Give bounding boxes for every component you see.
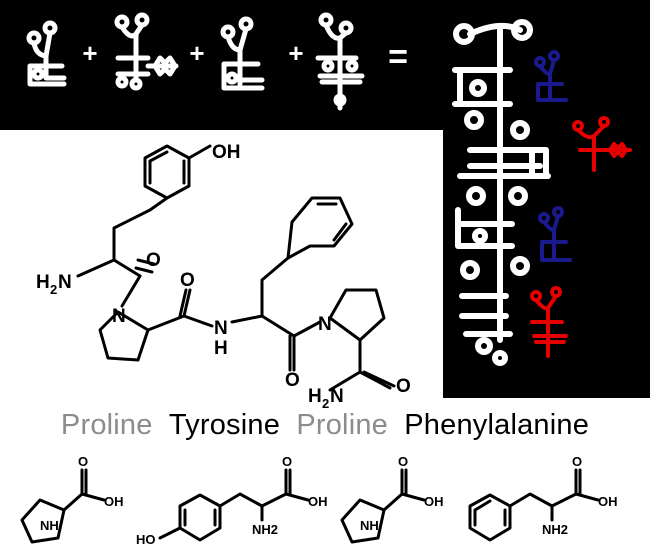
plus-sign-1: + xyxy=(82,38,97,68)
equals-sign: = xyxy=(388,38,408,76)
tyrosine-oh: OH xyxy=(308,494,328,509)
sequence-tyrosine: Tyrosine xyxy=(168,409,281,441)
amine-n-label: N xyxy=(58,272,72,293)
proline-glyph-1 xyxy=(26,20,67,87)
carbonyl-oxygen-2: O xyxy=(180,270,195,291)
sequence-proline-2: Proline xyxy=(296,409,388,441)
phenylalanine-structure xyxy=(468,468,600,542)
tyrosine-o: O xyxy=(282,454,292,469)
proline-1-o: O xyxy=(78,454,88,469)
carbonyl-oxygen-3: O xyxy=(285,370,300,391)
sequence-caption: Proline Tyrosine Proline Phenylalanine xyxy=(0,409,650,442)
amide-tail-n: N xyxy=(330,386,344,407)
proline-2-nh: NH xyxy=(360,518,379,533)
phenylalanine-oh: OH xyxy=(598,494,618,509)
tyrosine-glyph-1 xyxy=(114,12,179,91)
polymer-chain xyxy=(452,19,551,366)
proline-glyph-2 xyxy=(220,16,265,91)
carbonyl-oxygen-1: O xyxy=(146,250,161,271)
tyrosine-nh2: NH2 xyxy=(252,522,278,537)
blue-proline-glyph-1 xyxy=(534,50,568,102)
amine-subscript: 2 xyxy=(50,282,57,297)
phenylalanine-o: O xyxy=(572,454,582,469)
proline-1-nh: NH xyxy=(40,518,59,533)
proline-structure-1 xyxy=(20,468,106,544)
tyrosine-ho: HO xyxy=(136,532,156,547)
phenylalanine-nh2: NH2 xyxy=(542,522,568,537)
plus-sign-3: + xyxy=(288,38,303,68)
red-tyrosine-glyph xyxy=(572,116,632,172)
proline-2-oh: OH xyxy=(424,494,444,509)
proline-structure-2 xyxy=(340,468,426,544)
sequence-phenylalanine: Phenylalanine xyxy=(404,409,590,441)
ring-nitrogen-1: N xyxy=(112,306,126,327)
sequence-proline-1: Proline xyxy=(60,409,153,441)
blue-proline-glyph-2 xyxy=(538,206,572,262)
amide-nitrogen: N xyxy=(214,318,228,339)
proline-1-oh: OH xyxy=(104,494,124,509)
ring-nitrogen-2: N xyxy=(318,314,332,335)
proline-2-o: O xyxy=(398,454,408,469)
amide-hydrogen: H xyxy=(214,338,228,359)
plus-sign-2: + xyxy=(189,38,204,68)
phenylalanine-glyph-1 xyxy=(315,12,365,111)
amide-tail-h: H xyxy=(308,386,322,407)
amide-tail-subscript: 2 xyxy=(322,396,329,411)
tyrosine-structure xyxy=(158,468,310,542)
amine-h-label: H xyxy=(36,272,50,293)
carbonyl-oxygen-4: O xyxy=(396,376,411,397)
red-phenylalanine-glyph xyxy=(530,286,568,358)
hydroxyl-label: OH xyxy=(212,142,241,163)
